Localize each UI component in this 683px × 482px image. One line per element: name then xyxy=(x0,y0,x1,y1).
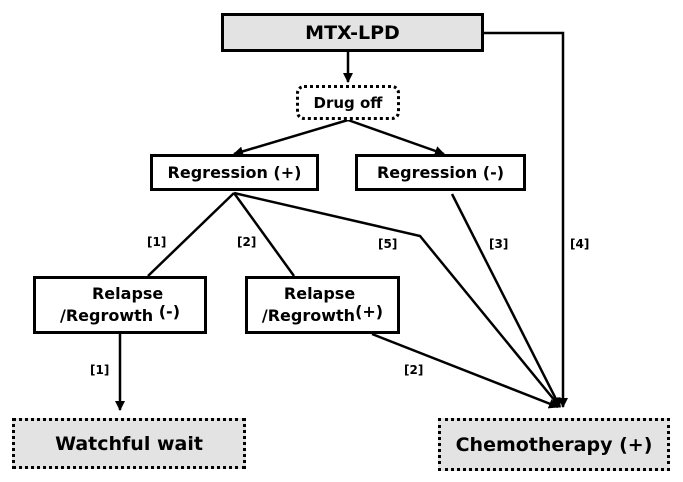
node-relapse-positive-text: Relapse /Regrowth(+) xyxy=(262,283,383,327)
node-drug-off: Drug off xyxy=(296,85,400,120)
path-label-5: [5] xyxy=(378,237,398,251)
arrow-drugoff-to-regression-neg xyxy=(347,118,445,156)
node-regression-negative: Regression (-) xyxy=(355,154,526,191)
node-regression-negative-label: Regression (-) xyxy=(376,163,505,182)
node-relapse-positive-line2: /Regrowth(+) xyxy=(261,302,384,327)
line-regression-to-relapse-pos xyxy=(232,192,296,277)
node-chemotherapy: Chemotherapy (+) xyxy=(438,418,670,471)
node-chemotherapy-label: Chemotherapy (+) xyxy=(455,433,653,456)
arrow-path-5 xyxy=(233,191,561,408)
node-mtx-lpd: MTX-LPD xyxy=(221,13,484,52)
path-label-4: [4] xyxy=(570,237,590,251)
arrow-path-3 xyxy=(450,193,562,408)
node-mtx-lpd-label: MTX-LPD xyxy=(305,21,400,44)
node-relapse-negative-text: Relapse /Regrowth (-) xyxy=(60,283,180,327)
node-relapse-negative-sign: (-) xyxy=(158,302,180,321)
node-regression-positive-label: Regression (+) xyxy=(167,163,302,182)
node-relapse-positive-regrowth: /Regrowth xyxy=(261,306,356,325)
path-label-3: [3] xyxy=(489,237,509,251)
node-relapse-negative-line2: /Regrowth (-) xyxy=(59,302,180,327)
node-relapse-positive-line1: Relapse xyxy=(283,284,356,303)
arrow-drugoff-to-regression-pos xyxy=(233,118,349,157)
path-label-1-upper: [1] xyxy=(147,235,167,249)
path-label-2-upper: [2] xyxy=(237,235,257,249)
node-relapse-negative: Relapse /Regrowth (-) xyxy=(33,276,207,334)
node-regression-positive: Regression (+) xyxy=(150,154,319,191)
arrow-relapse-pos-to-chemo xyxy=(371,332,559,409)
node-relapse-negative-regrowth: /Regrowth xyxy=(59,306,154,325)
node-drug-off-label: Drug off xyxy=(313,93,383,112)
node-relapse-negative-line1: Relapse xyxy=(91,284,164,303)
line-regression-to-relapse-neg xyxy=(147,192,235,277)
path-label-2-lower: [2] xyxy=(404,363,424,377)
path-label-1-lower: [1] xyxy=(90,363,110,377)
node-watchful-wait-label: Watchful wait xyxy=(55,432,203,455)
node-watchful-wait: Watchful wait xyxy=(12,418,246,469)
node-relapse-positive: Relapse /Regrowth(+) xyxy=(245,276,400,334)
node-relapse-positive-sign: (+) xyxy=(355,302,384,321)
arrow-path-4 xyxy=(484,31,568,408)
